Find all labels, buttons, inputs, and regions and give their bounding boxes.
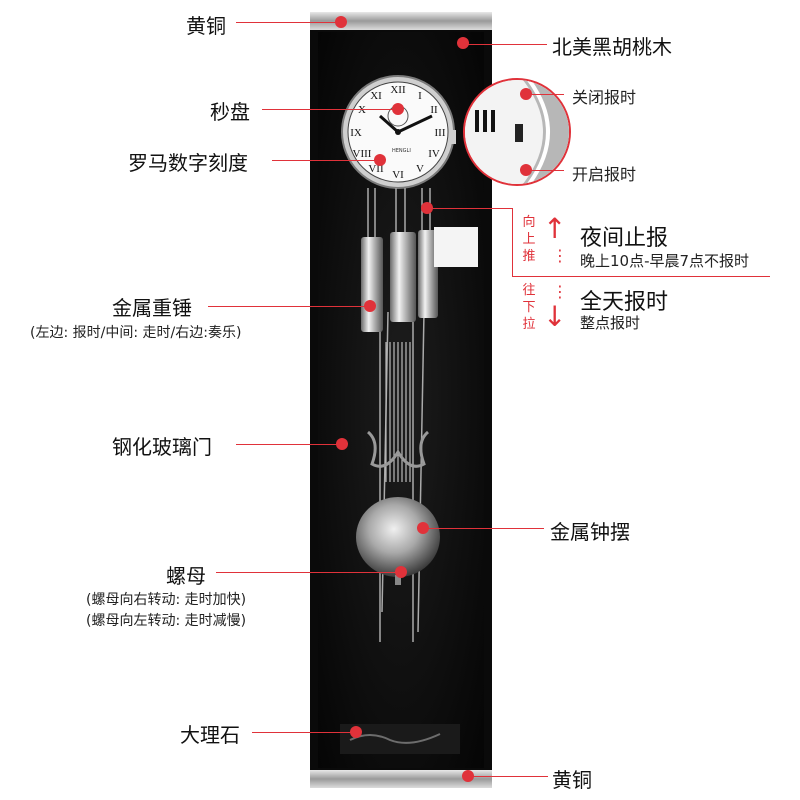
dotted-divider: ⋮ bbox=[552, 246, 568, 265]
label-metal-weights-desc: (左边: 报时/中间: 走时/右边:奏乐) bbox=[30, 325, 242, 341]
marker-dot bbox=[457, 37, 469, 49]
label-nut: 螺母 bbox=[166, 564, 206, 588]
svg-text:IV: IV bbox=[428, 148, 440, 160]
leader-line bbox=[424, 528, 544, 529]
leader-line bbox=[252, 732, 356, 733]
leader-line bbox=[512, 276, 770, 277]
label-marble: 大理石 bbox=[180, 723, 240, 747]
marker-dot bbox=[417, 522, 429, 534]
dotted-divider: ⋮ bbox=[552, 282, 568, 301]
label-metal-weights: 金属重锤 bbox=[112, 296, 192, 320]
label-roman-numerals: 罗马数字刻度 bbox=[128, 151, 248, 175]
marker-dot bbox=[335, 16, 347, 28]
leader-line bbox=[236, 444, 342, 445]
svg-text:X: X bbox=[358, 104, 366, 116]
marker-dot bbox=[374, 154, 386, 166]
label-glass-door: 钢化玻璃门 bbox=[112, 435, 212, 459]
label-pull-down: 往下拉 bbox=[522, 283, 536, 332]
leader-line bbox=[208, 306, 370, 307]
svg-text:VII: VII bbox=[368, 163, 384, 175]
marker-dot bbox=[395, 566, 407, 578]
label-metal-pendulum: 金属钟摆 bbox=[550, 520, 630, 544]
leader-line bbox=[216, 572, 400, 573]
leader-line bbox=[528, 94, 564, 95]
label-second-dial: 秒盘 bbox=[210, 100, 250, 124]
svg-text:VIII: VIII bbox=[353, 148, 372, 160]
marker-dot bbox=[336, 438, 348, 450]
marker-dot bbox=[520, 88, 532, 100]
leader-line bbox=[427, 208, 513, 209]
marker-dot bbox=[392, 103, 404, 115]
label-push-up: 向上推 bbox=[522, 215, 536, 264]
svg-text:IX: IX bbox=[350, 127, 362, 139]
dial-brand-text: HENGLI bbox=[392, 148, 411, 154]
leader-line bbox=[512, 208, 513, 276]
label-night-stop-desc: 晚上10点-早晨7点不报时 bbox=[580, 252, 750, 270]
leader-line bbox=[262, 109, 397, 110]
marker-dot bbox=[364, 300, 376, 312]
marker-dot bbox=[520, 164, 532, 176]
marker-dot bbox=[462, 770, 474, 782]
label-night-stop: 夜间止报 bbox=[580, 226, 669, 251]
chime-inset-illustration bbox=[465, 80, 569, 184]
arrow-down-icon: ↓ bbox=[543, 300, 567, 333]
marker-dot bbox=[350, 726, 362, 738]
label-all-day: 全天报时 bbox=[580, 290, 669, 315]
leader-line bbox=[236, 22, 338, 23]
chime-switch-inset bbox=[463, 78, 571, 186]
svg-text:XII: XII bbox=[390, 84, 406, 96]
leader-line bbox=[462, 44, 547, 45]
leader-line bbox=[272, 160, 380, 161]
svg-text:II: II bbox=[430, 104, 438, 116]
svg-text:VI: VI bbox=[392, 169, 404, 181]
label-all-day-desc: 整点报时 bbox=[580, 314, 641, 332]
label-brass-bottom: 黄铜 bbox=[552, 768, 592, 792]
label-chime-on: 开启报时 bbox=[572, 165, 637, 184]
label-brass-top: 黄铜 bbox=[186, 14, 226, 38]
svg-text:I: I bbox=[418, 90, 422, 102]
svg-text:V: V bbox=[416, 163, 424, 175]
svg-text:XI: XI bbox=[370, 90, 382, 102]
arrow-up-icon: ↑ bbox=[543, 212, 567, 245]
leader-line bbox=[526, 170, 564, 171]
label-nut-desc-2: (螺母向左转动: 走时减慢) bbox=[86, 613, 247, 629]
label-chime-off: 关闭报时 bbox=[572, 88, 637, 107]
label-walnut: 北美黑胡桃木 bbox=[552, 35, 672, 59]
label-nut-desc-1: (螺母向右转动: 走时加快) bbox=[86, 592, 247, 608]
leader-line bbox=[470, 776, 548, 777]
svg-text:III: III bbox=[435, 127, 446, 139]
